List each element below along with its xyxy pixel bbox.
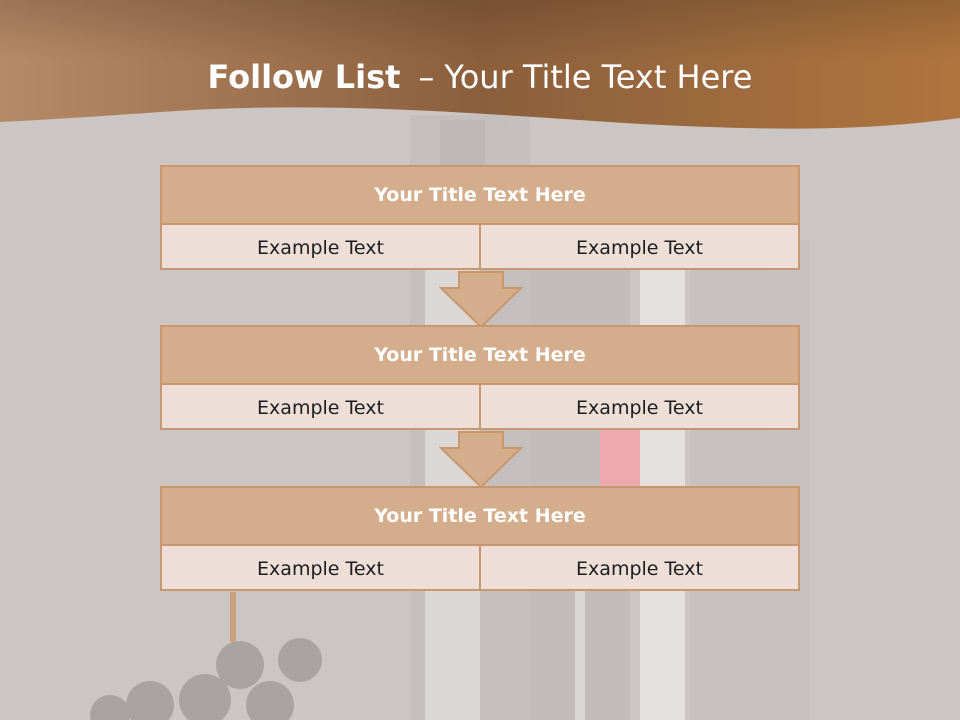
slide-title-text: Your Title Text Here [444, 58, 753, 96]
grapes [90, 592, 322, 720]
step-row: Example Text Example Text [162, 385, 798, 430]
down-arrow-icon [438, 431, 524, 489]
step-box-1: Your Title Text Here Example Text Exampl… [160, 165, 800, 270]
step-cell-left: Example Text [162, 225, 481, 270]
slide-title: Follow List – Your Title Text Here [0, 52, 960, 102]
step-box-2: Your Title Text Here Example Text Exampl… [160, 325, 800, 430]
slide-title-dash: – [418, 58, 435, 96]
step-row: Example Text Example Text [162, 546, 798, 591]
step-cell-right: Example Text [576, 557, 703, 580]
step-row: Example Text Example Text [162, 225, 798, 270]
step-cell-left: Example Text [162, 546, 481, 591]
step-box-3: Your Title Text Here Example Text Exampl… [160, 486, 800, 591]
step-cell-right: Example Text [576, 396, 703, 419]
slide-title-bold: Follow List [207, 58, 401, 96]
step-cell-left: Example Text [162, 385, 481, 430]
step-title: Your Title Text Here [162, 167, 798, 225]
step-title: Your Title Text Here [162, 488, 798, 546]
step-cell-right: Example Text [576, 236, 703, 259]
step-title: Your Title Text Here [162, 327, 798, 385]
down-arrow-icon [438, 271, 524, 329]
